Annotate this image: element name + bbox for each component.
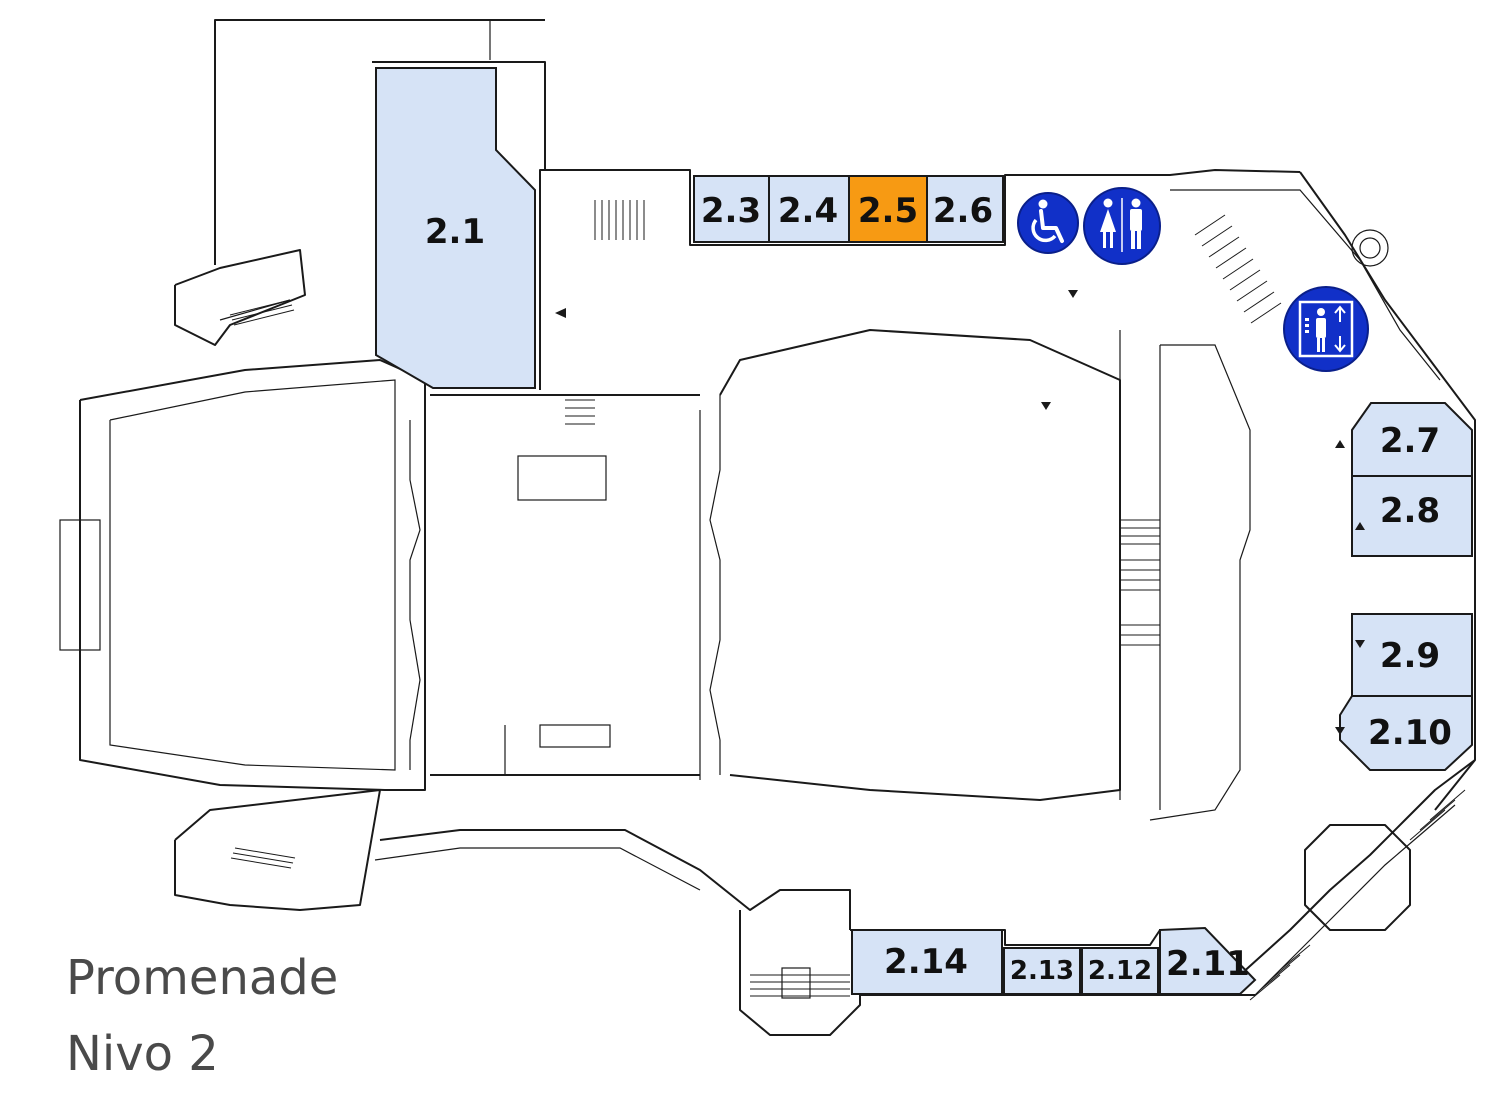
room-2-3-label: 2.3 [701, 191, 761, 231]
room-2-9[interactable]: 2.9 [1351, 613, 1473, 697]
elevator-icon[interactable] [1283, 286, 1369, 372]
room-2-1-label: 2.1 [425, 212, 485, 252]
room-2-14[interactable]: 2.14 [851, 929, 1003, 995]
room-2-4[interactable]: 2.4 [768, 175, 850, 243]
room-2-8-label: 2.8 [1380, 491, 1440, 531]
arrow-markers [555, 290, 1365, 735]
room-2-13-label: 2.13 [1010, 956, 1074, 986]
restroom-icon[interactable] [1083, 187, 1161, 265]
room-2-14-label: 2.14 [884, 942, 968, 982]
room-2-6-label: 2.6 [933, 191, 993, 231]
room-2-7[interactable]: 2.7 [1351, 402, 1473, 477]
room-2-11-label: 2.11 [1166, 944, 1250, 984]
rooms: 2.1 2.3 2.4 2.5 2.6 2.7 2.8 2.9 [375, 67, 1473, 995]
room-2-9-label: 2.9 [1380, 636, 1440, 676]
room-2-4-label: 2.4 [778, 191, 838, 231]
building-walls [59, 19, 1476, 1036]
room-2-13[interactable]: 2.13 [1003, 947, 1081, 995]
wheelchair-accessible-icon[interactable] [1017, 192, 1079, 254]
map-title-block: Promenade Nivo 2 [66, 940, 338, 1092]
room-2-1[interactable]: 2.1 [375, 67, 536, 389]
room-2-12[interactable]: 2.12 [1081, 947, 1159, 995]
room-2-3[interactable]: 2.3 [693, 175, 770, 243]
room-2-5-label: 2.5 [858, 191, 918, 231]
room-2-12-label: 2.12 [1088, 956, 1152, 986]
room-2-6[interactable]: 2.6 [926, 175, 1004, 243]
stairs [229, 200, 1466, 1001]
map-title: Promenade [66, 950, 339, 1006]
room-2-10[interactable]: 2.10 [1339, 695, 1473, 771]
room-2-8[interactable]: 2.8 [1351, 475, 1473, 557]
room-2-10-label: 2.10 [1368, 713, 1452, 753]
map-subtitle: Nivo 2 [66, 1026, 219, 1082]
room-2-11[interactable]: 2.11 [1159, 926, 1257, 995]
room-2-5[interactable]: 2.5 [848, 175, 928, 243]
room-2-7-label: 2.7 [1380, 421, 1440, 461]
